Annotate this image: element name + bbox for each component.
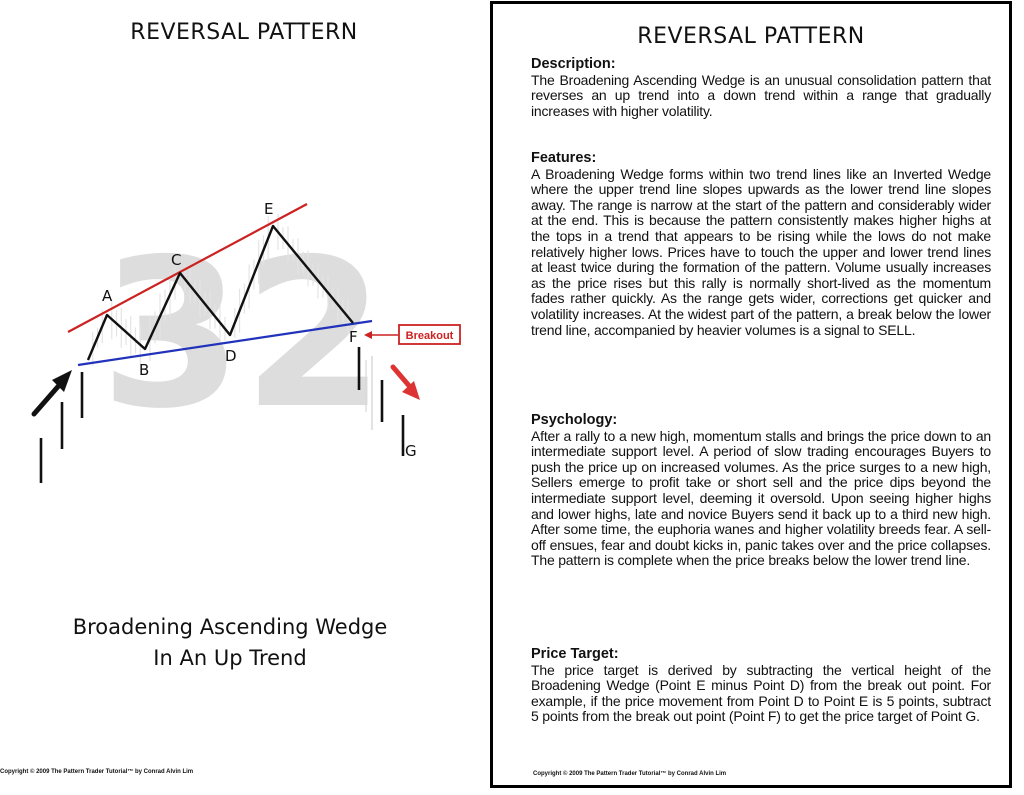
pattern-caption-line-2: In An Up Trend bbox=[153, 646, 307, 670]
point-label-c: C bbox=[171, 251, 181, 269]
breakout-box bbox=[398, 324, 461, 345]
left-page-title: REVERSAL PATTERN bbox=[130, 20, 358, 45]
price-path-line bbox=[86, 224, 354, 361]
point-label-d: D bbox=[225, 347, 237, 365]
point-label-g: G bbox=[405, 442, 417, 460]
point-label-e: E bbox=[264, 200, 273, 218]
breakdown-price-bars bbox=[357, 347, 405, 456]
point-label-f: F bbox=[349, 328, 358, 346]
watermark-number: 32 bbox=[100, 216, 385, 454]
description-heading: Description: bbox=[531, 56, 616, 72]
psychology-section: Psychology: After a rally to a new high,… bbox=[531, 412, 991, 569]
psychology-heading: Psychology: bbox=[531, 412, 618, 428]
point-label-a: A bbox=[102, 287, 113, 305]
psychology-body: After a rally to a new high, momentum st… bbox=[531, 427, 991, 569]
price-target-section: Price Target: The price target is derive… bbox=[531, 646, 991, 725]
right-copyright: Copyright © 2009 The Pattern Trader Tuto… bbox=[533, 771, 727, 777]
breakout-callout: Breakout bbox=[364, 324, 461, 345]
price-target-body: The price target is derived by subtracti… bbox=[531, 661, 991, 725]
features-heading: Features: bbox=[531, 150, 597, 166]
right-panel: REVERSAL PATTERN Description: The Broade… bbox=[490, 1, 1012, 788]
description-body: The Broadening Ascending Wedge is an unu… bbox=[531, 71, 991, 119]
upper-trend-line bbox=[67, 203, 308, 333]
left-panel: REVERSAL PATTERN 32 A B C D E F G bbox=[0, 0, 488, 795]
description-section: Description: The Broadening Ascending We… bbox=[531, 56, 991, 119]
features-body: A Broadening Wedge forms within two tren… bbox=[531, 165, 991, 338]
pattern-diagram: 32 A B C D E F G bbox=[31, 200, 461, 483]
features-section: Features: A Broadening Wedge forms withi… bbox=[531, 150, 991, 338]
entry-price-bars bbox=[39, 372, 84, 483]
left-copyright: Copyright © 2009 The Pattern Trader Tuto… bbox=[0, 769, 194, 775]
right-page-title: REVERSAL PATTERN bbox=[637, 24, 865, 49]
price-target-heading: Price Target: bbox=[531, 646, 619, 662]
lower-trend-line bbox=[77, 319, 373, 367]
point-label-b: B bbox=[139, 361, 149, 379]
breakout-label: Breakout bbox=[406, 330, 454, 342]
downtrend-arrow-icon bbox=[390, 364, 420, 400]
pattern-caption-line-1: Broadening Ascending Wedge bbox=[72, 615, 388, 639]
uptrend-arrow-icon bbox=[31, 370, 72, 417]
